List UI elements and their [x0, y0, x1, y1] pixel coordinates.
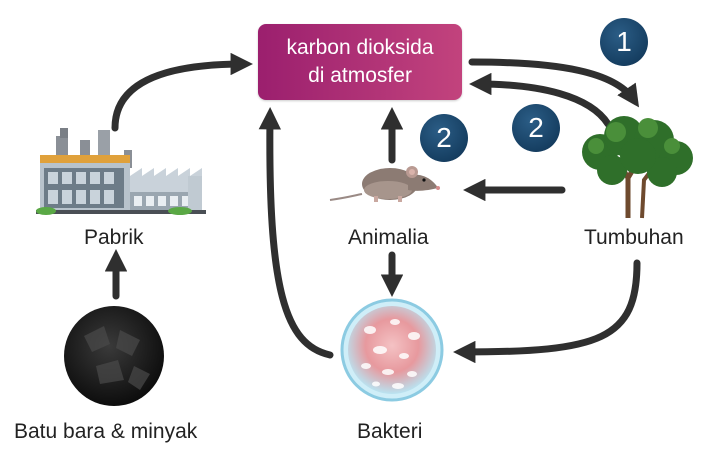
coal-icon	[64, 306, 164, 406]
arrow-atmosphere-to-plant	[468, 58, 640, 108]
bacteria-label: Bakteri	[357, 420, 423, 443]
plant-label: Tumbuhan	[584, 226, 684, 249]
tree-icon	[582, 116, 693, 219]
atmosphere-label-line2: di atmosfer	[308, 64, 412, 87]
arrow-factory-to-atmosphere	[111, 52, 253, 132]
badge-plant-uptake: 1	[600, 18, 648, 66]
rat-icon	[329, 166, 440, 202]
arrow-plant-to-atmosphere	[469, 72, 612, 128]
bacteria-petri-icon	[340, 298, 444, 402]
arrow-bacteria-to-atmosphere	[258, 107, 334, 359]
factory-icon	[36, 128, 206, 215]
coal-label: Batu bara & minyak	[14, 420, 198, 443]
atmosphere-node: karbon dioksida di atmosfer	[258, 24, 462, 100]
atmosphere-label-line1: karbon dioksida	[286, 36, 434, 59]
arrow-plant-to-bacteria	[453, 259, 641, 364]
badge-plant-respiration: 2	[512, 104, 560, 152]
animal-label: Animalia	[348, 226, 429, 249]
badge-animal-respiration: 2	[420, 114, 468, 162]
factory-label: Pabrik	[84, 226, 144, 249]
